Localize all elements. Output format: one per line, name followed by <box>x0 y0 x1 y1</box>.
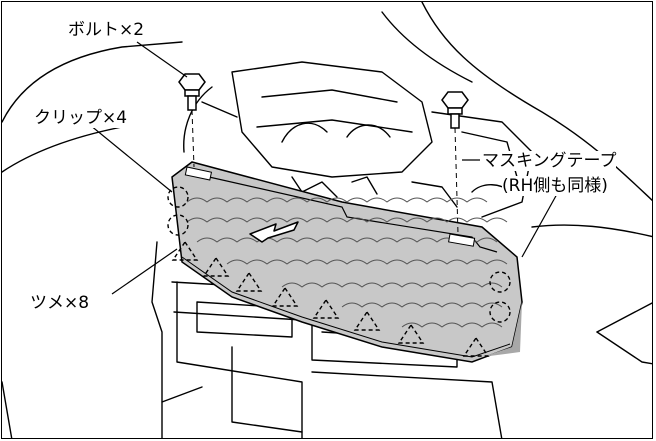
tab-label: ツメ×8 <box>30 293 90 313</box>
removal-arrow-icon <box>249 221 299 243</box>
right-fender <box>531 224 652 238</box>
bolt-label: ボルト×2 <box>68 20 145 40</box>
hood-outline <box>421 2 652 202</box>
masking-tape <box>184 166 476 247</box>
clip-label: クリップ×4 <box>34 108 128 128</box>
clip-marker-icon <box>167 186 511 323</box>
lower-bumper <box>151 241 163 438</box>
bolt-icon <box>178 73 469 129</box>
leader-lines <box>89 41 558 295</box>
masking-tape-note: (RH側も同様) <box>502 176 608 196</box>
engine-bay <box>231 61 433 178</box>
bolt-guide-lines <box>191 109 459 235</box>
tab-marker-icon <box>171 240 490 357</box>
grille-panel <box>171 161 523 363</box>
masking-tape-label: マスキングテープ <box>482 151 617 171</box>
